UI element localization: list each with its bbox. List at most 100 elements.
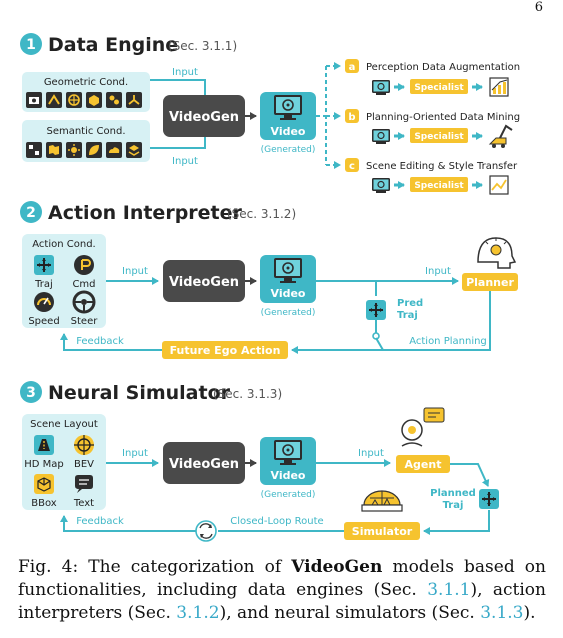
planner-label: Planner: [466, 276, 514, 289]
section-3-ref: (Sec. 3.1.3): [213, 387, 282, 401]
planned-traj-icon: [479, 489, 499, 509]
action-cond-title: Action Cond.: [32, 239, 95, 250]
road-map-icon: [66, 92, 82, 108]
section-1-branch-arrows: [316, 62, 341, 169]
steer-label: Steer: [71, 316, 99, 327]
page-number: 6: [534, 0, 543, 15]
cmd-icon: [74, 255, 94, 275]
steer-icon: [72, 290, 96, 314]
axes-icon: [126, 92, 142, 108]
planner-node: Planner: [462, 237, 518, 291]
camera-icon: [26, 92, 42, 108]
section-2-feedback-label: Feedback: [76, 336, 124, 347]
output-a-specialist: Specialist: [414, 83, 464, 93]
section-3-generated-label: (Generated): [261, 490, 316, 500]
bbox-icon: [34, 474, 54, 494]
planned-traj-label-2: Traj: [443, 500, 464, 511]
planned-traj-node: Planned Traj: [430, 488, 499, 511]
geometric-cond-box: Geometric Cond.: [22, 72, 150, 112]
output-c-letter: c: [349, 161, 355, 172]
caption-middle-3: ), and neural simulators (Sec.: [219, 603, 475, 623]
future-ego-action-label: Future Ego Action: [170, 344, 281, 357]
hd-map-label: HD Map: [24, 459, 64, 470]
output-a: a Perception Data Augmentation Specialis…: [345, 59, 520, 97]
cmd-label: Cmd: [72, 279, 95, 290]
text-label: Text: [73, 498, 94, 509]
section-3-input-left: Input: [122, 448, 148, 459]
output-c-label: Scene Editing & Style Transfer: [366, 161, 518, 172]
output-b-letter: b: [348, 112, 355, 123]
speed-label: Speed: [28, 316, 59, 327]
action-cond-box: Action Cond. Traj Cmd Speed Steer: [22, 234, 106, 328]
section-2-ref: (Sec. 3.1.2): [227, 207, 296, 221]
section-1-title: Data Engine: [48, 34, 178, 56]
excavator-icon: [488, 124, 513, 148]
section-1-input-top: Input: [172, 67, 198, 78]
traj-label: Traj: [34, 279, 53, 290]
caption-middle-2: ), action interpreters (Sec.: [18, 580, 546, 623]
agent-to-traj-arrow: [450, 463, 490, 487]
section-1-number: 1: [26, 37, 36, 53]
section-3-feedback-label: Feedback: [76, 516, 124, 527]
section-1-videogen-label: VideoGen: [169, 110, 239, 125]
section-1-input-bottom: Input: [172, 156, 198, 167]
geometric-cond-label: Geometric Cond.: [44, 77, 128, 88]
output-a-letter: a: [349, 62, 356, 73]
bev-label: BEV: [74, 459, 94, 470]
section-3-title: Neural Simulator: [48, 382, 231, 404]
caption-bold: VideoGen: [291, 557, 383, 577]
section-1-header: 1 Data Engine (Sec. 3.1.1): [20, 33, 237, 56]
caption-prefix: Fig. 4: The categorization of: [18, 557, 282, 577]
caption-middle-1: models based on functionalities, includi…: [18, 557, 546, 600]
bbox-cube-icon: [86, 92, 102, 108]
section-1-generated-label: (Generated): [261, 145, 316, 155]
pred-traj-label-1: Pred: [397, 298, 423, 309]
bbox-label: BBox: [31, 498, 57, 509]
output-c: c Scene Editing & Style Transfer Special…: [345, 158, 518, 195]
sun-icon: [66, 142, 82, 158]
section-3-video-box: Video (Generated): [260, 437, 316, 500]
scene-layout-title: Scene Layout: [30, 419, 98, 430]
section-1-video-box: Video (Generated): [260, 92, 316, 155]
agent-label: Agent: [405, 458, 442, 471]
qr-icon: [26, 142, 42, 158]
planner-head-icon: [477, 237, 517, 269]
semantic-cond-box: Semantic Cond.: [22, 120, 150, 162]
text-icon: [75, 475, 93, 493]
traj-icon: [34, 255, 54, 275]
hd-map-icon: [34, 435, 54, 455]
section-3-video-label: Video: [271, 469, 306, 482]
scene-layout-box: Scene Layout HD Map BEV BBox Text: [22, 414, 106, 510]
section-2-input-right: Input: [425, 266, 451, 277]
line-chart-icon: [489, 175, 509, 195]
section-3-feedback-loop: Closed-Loop Route Feedback: [60, 515, 344, 542]
agent-node: Agent: [396, 407, 450, 473]
output-c-specialist: Specialist: [414, 181, 464, 191]
output-b-specialist: Specialist: [414, 132, 464, 142]
section-1-videogen-box: VideoGen: [163, 95, 245, 137]
output-c-monitor-icon: [371, 177, 391, 194]
output-b-label: Planning-Oriented Data Mining: [366, 112, 520, 123]
figure-caption: Fig. 4: The categorization of VideoGen m…: [18, 556, 546, 625]
closed-loop-label: Closed-Loop Route: [230, 516, 323, 527]
section-2-video-box: Video (Generated): [260, 255, 316, 318]
section-2-header: 2 Action Interpreter (Sec. 3.1.2): [20, 201, 296, 224]
simulator-label: Simulator: [352, 525, 413, 538]
section-3-header: 3 Neural Simulator (Sec. 3.1.3): [20, 381, 282, 404]
leaf-icon: [86, 142, 102, 158]
section-2-video-label: Video: [271, 287, 306, 300]
caption-ref-1[interactable]: 3.1.1: [427, 580, 471, 600]
semantic-icon: [106, 92, 122, 108]
output-a-monitor-icon: [371, 79, 391, 96]
caption-ref-2[interactable]: 3.1.2: [176, 603, 220, 623]
section-1-ref: (Sec. 3.1.1): [168, 39, 237, 53]
traj-to-simulator-arrow: [423, 510, 490, 535]
section-2-videogen-label: VideoGen: [169, 275, 239, 290]
section-2-input-left: Input: [122, 266, 148, 277]
section-2-feedback-loop: Action Planning Future Ego Action Feedba…: [60, 291, 491, 359]
caption-ref-3[interactable]: 3.1.3: [480, 603, 524, 623]
section-2-generated-label: (Generated): [261, 308, 316, 318]
simulator-node: Simulator: [344, 490, 420, 540]
simulator-globe-icon: [361, 490, 403, 512]
output-b-monitor-icon: [371, 128, 391, 145]
